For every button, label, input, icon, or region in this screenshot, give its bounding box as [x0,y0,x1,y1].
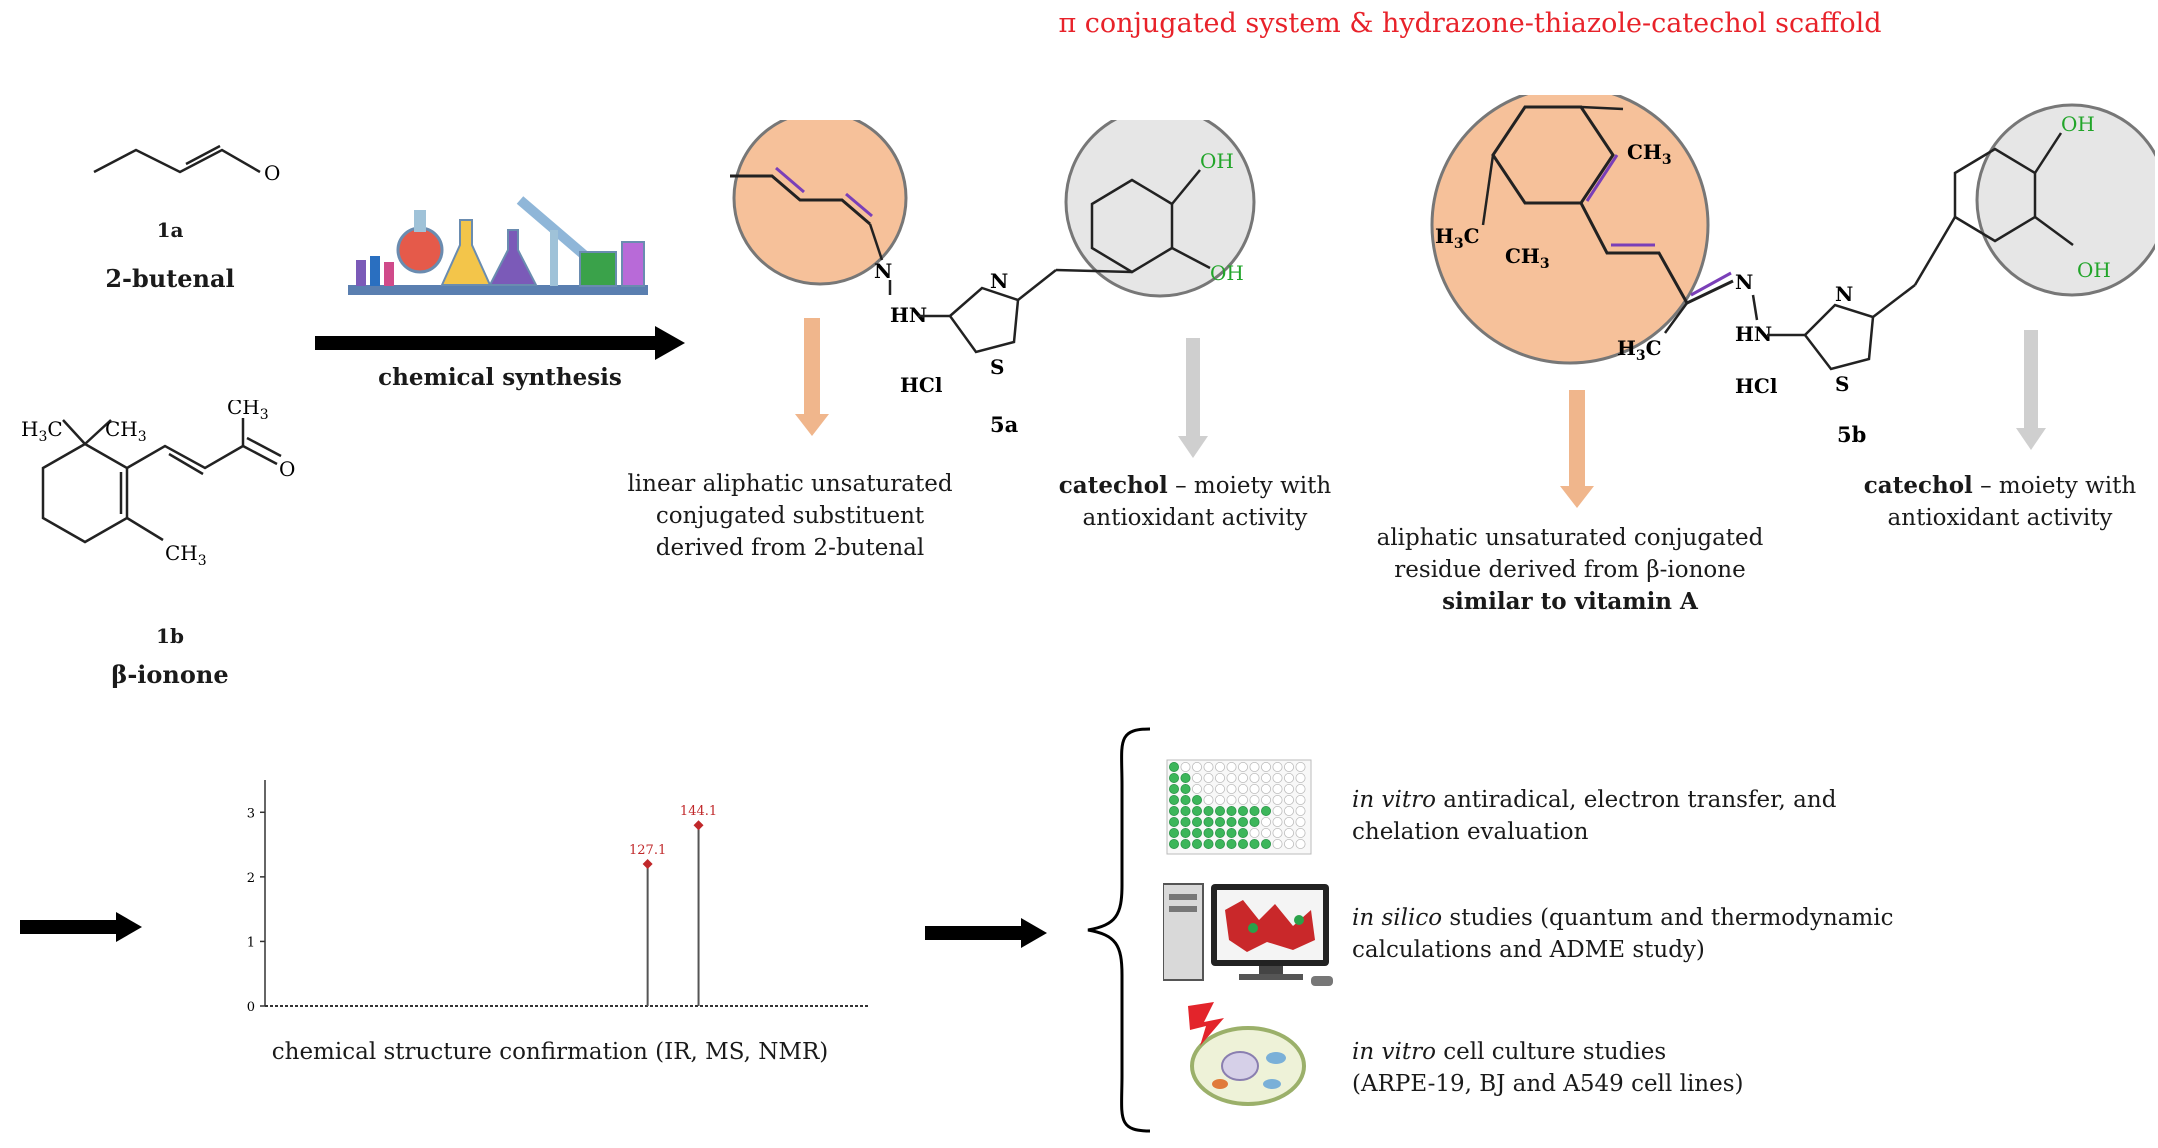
svg-text:H3C: H3C [1617,336,1662,364]
ms-caption: chemical structure confirmation (IR, MS,… [271,1039,829,1065]
y-tick-label: 1 [247,935,255,950]
svg-text:H3C: H3C [21,417,63,445]
peak-data-label: 144.1 [680,804,717,819]
arrow-to-spectrum [20,912,142,942]
description-5a-aliphatic: linear aliphatic unsaturated conjugated … [627,471,953,561]
y-tick-label: 0 [247,1000,255,1015]
svg-text:CH3: CH3 [227,400,269,423]
svg-text:N: N [1735,270,1753,294]
product-5b-structure: CH3 H3C CH3 H3C N HN N S OH OH HCl 5b [1430,95,2155,447]
mass-spectrum-chart: 0 1 2 3 127.1 144.1 [247,780,870,1015]
description-5b-catechol: catechol – moiety with antioxidant activ… [1863,472,2137,531]
compound-label-5a: 5a [990,412,1019,437]
svg-text:N: N [874,259,892,283]
evaluation-antiradical: in vitro antiradical, electron transfer,… [1352,787,1837,845]
synthesis-label: chemical synthesis [378,364,622,391]
oxygen-label: O [264,161,280,185]
curly-brace [1087,727,1151,1133]
down-arrow-orange [1560,390,1594,508]
diagram-title: π conjugated system & hydrazone-thiazole… [1058,8,1882,39]
down-arrow-gray [2016,330,2046,450]
evaluation-cell-culture: in vitro cell culture studies (ARPE-19, … [1352,1039,1744,1097]
description-5b-aliphatic: aliphatic unsaturated conjugated residue… [1376,525,1764,615]
down-arrow-orange [795,318,829,436]
svg-text:N: N [1835,282,1853,306]
y-tick-label: 3 [247,806,255,821]
svg-text:CH3: CH3 [165,541,207,569]
aliphatic-highlight-circle [732,120,908,286]
lab-glassware-icon [348,196,648,295]
peak-marker [642,858,653,869]
svg-text:S: S [990,355,1004,379]
compound-name-2-butenal: 2-butenal [105,264,235,293]
product-5a-structure: N HN N S OH OH HCl 5a [730,120,1256,437]
hydroxyl-label: OH [1210,261,1244,285]
svg-text:O: O [279,457,295,481]
peak-data-label: 127.1 [629,843,666,858]
compound-label-1b: 1b [156,624,184,648]
ionone-structure: H3C CH3 CH3 O CH3 [21,400,295,569]
aliphatic-highlight-circle [1430,95,1710,365]
svg-text:CH3: CH3 [1505,244,1550,272]
salt-label-5a: HCl [900,373,943,397]
compound-name-beta-ionone: β-ionone [111,660,229,689]
y-tick-label: 2 [247,871,255,886]
peak-marker [693,820,704,831]
catechol-highlight-circle [1975,103,2155,297]
butenal-structure: O [93,144,280,185]
svg-text:CH3: CH3 [1627,140,1672,168]
evaluation-in-silico: in silico studies (quantum and thermodyn… [1352,905,1894,963]
compound-label-1a: 1a [156,218,184,242]
down-arrow-gray [1178,338,1208,458]
hydroxyl-label: OH [2061,112,2095,136]
compound-label-5b: 5b [1837,422,1866,447]
description-5a-catechol: catechol – moiety with antioxidant activ… [1058,472,1332,531]
cell-icon [1188,1002,1306,1106]
svg-text:HN: HN [1735,322,1772,346]
hydroxyl-label: OH [2077,258,2111,282]
svg-text:S: S [1835,372,1849,396]
svg-text:N: N [990,269,1008,293]
computer-icon [1163,883,1333,986]
arrow-to-evaluations [925,918,1047,948]
svg-text:H3C: H3C [1435,224,1480,252]
svg-text:CH3: CH3 [105,417,147,445]
synthesis-arrow [315,326,685,360]
catechol-highlight-circle [1064,120,1256,298]
well-plate-icon [1166,759,1312,855]
salt-label-5b: HCl [1735,374,1778,398]
hydroxyl-label: OH [1200,149,1234,173]
